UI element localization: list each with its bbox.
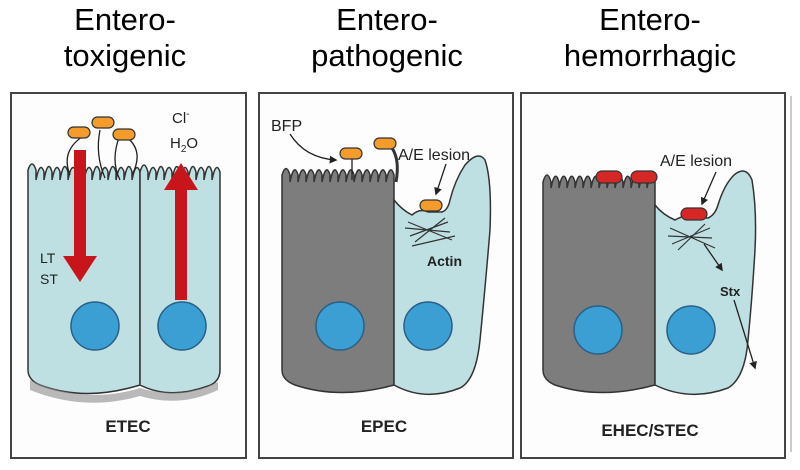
etec-nucleus-right	[157, 301, 207, 351]
epec-nucleus-left	[315, 301, 365, 351]
panel-edge	[790, 96, 792, 452]
epec-cell-left	[281, 167, 395, 394]
title-epec-line1: Entero-	[336, 2, 438, 37]
title-ehec-line2: hemorrhagic	[563, 38, 737, 73]
ehec-label-lesion: A/E lesion	[660, 153, 732, 170]
epec-lesion-arrow	[434, 163, 447, 196]
ehec-nucleus-right	[666, 305, 716, 355]
title-ehec: Entero- hemorrhagic	[530, 2, 770, 74]
title-epec: Entero- pathogenic	[262, 2, 512, 74]
title-etec-line2: toxigenic	[63, 38, 187, 73]
ehec-nucleus-left	[573, 305, 623, 355]
epec-bacterium	[419, 199, 443, 212]
ehec-cell-right	[654, 170, 757, 396]
etec-caption: ETEC	[105, 417, 150, 436]
title-etec: Entero- toxigenic	[10, 2, 240, 74]
etec-bacterium	[67, 126, 91, 139]
epec-caption: EPEC	[361, 417, 407, 436]
ehec-label-stx: Stx	[720, 284, 741, 299]
etec-basal-shadow	[30, 380, 218, 403]
epec-label-actin: Actin	[427, 253, 462, 269]
ehec-bacterium	[595, 170, 623, 184]
etec-bacterium	[112, 128, 136, 141]
etec-label-cl: Cl-	[172, 109, 190, 127]
etec-pilus	[97, 129, 106, 179]
title-epec-line2: pathogenic	[311, 38, 463, 73]
ehec-caption: EHEC/STEC	[601, 421, 698, 440]
epec-bfp-arrow	[289, 133, 338, 164]
ehec-toxin-arrow	[703, 243, 723, 272]
etec-label-h2o: H2O	[170, 135, 198, 155]
etec-nucleus-left	[70, 301, 120, 351]
etec-toxin-arrow	[63, 150, 97, 282]
ehec-toxin-arrow-long	[733, 299, 757, 370]
etec-group: LT ST Cl- H2O ETEC	[27, 109, 221, 436]
etec-bacterium	[91, 116, 115, 129]
etec-secretion-arrow	[164, 163, 198, 300]
epec-cell-right	[393, 155, 492, 396]
epec-group: BFP A/E lesion Actin EPEC	[271, 118, 492, 436]
ehec-group: A/E lesion Stx EHEC/STEC	[542, 153, 757, 440]
ehec-actin-fibers	[667, 223, 716, 251]
ehec-bacterium	[680, 207, 708, 221]
ehec-lesion-arrow	[700, 171, 717, 206]
ehec-cell-left	[542, 174, 656, 394]
title-etec-line1: Entero-	[74, 2, 176, 37]
ehec-bacterium	[630, 170, 658, 184]
epec-label-lesion: A/E lesion	[398, 147, 470, 164]
epec-bacterium	[373, 137, 397, 150]
epec-actin-fibers	[404, 217, 456, 247]
epec-bacterium	[339, 147, 363, 160]
etec-label-lt: LT	[40, 250, 56, 266]
etec-label-st: ST	[40, 271, 58, 287]
title-ehec-line1: Entero-	[599, 2, 701, 37]
epec-nucleus-right	[403, 301, 453, 351]
epec-label-bfp: BFP	[271, 118, 302, 135]
epec-pilus	[390, 147, 399, 183]
